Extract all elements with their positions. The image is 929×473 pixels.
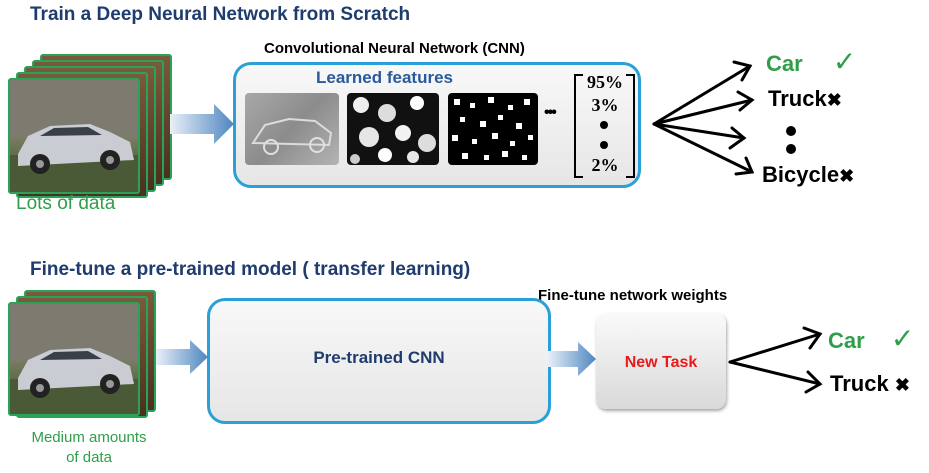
output-arrows-bottom: [728, 326, 823, 394]
bottom-output-truck-label: Truck: [830, 371, 889, 396]
cross-icon: ✖: [894, 375, 910, 395]
prob-bicycle: 2%: [591, 155, 619, 175]
medium-data-line1: Medium amounts: [31, 429, 147, 446]
medium-data-label: Medium amounts of data: [8, 428, 170, 468]
output-truck-label: Truck: [768, 86, 827, 111]
bottom-title: Fine-tune a pre-trained model ( transfer…: [30, 259, 471, 280]
feature-map-blobs: [347, 93, 439, 165]
cross-icon: ✖: [826, 90, 842, 110]
bottom-output-car-label: Car: [828, 328, 865, 353]
feature-map-sparse: [448, 93, 538, 165]
cross-icon: ✖: [839, 166, 855, 186]
pretrained-cnn-label: Pre-trained CNN: [313, 348, 445, 367]
right-arrow: [156, 340, 208, 374]
lots-of-data-label: Lots of data: [16, 193, 116, 214]
output-bicycle: Bicycle✖: [762, 162, 854, 188]
learned-features-label: Learned features: [316, 68, 453, 87]
output-arrows-top: [652, 60, 755, 176]
output-car: Car ✓: [766, 45, 856, 78]
pretrained-cnn-box: [207, 298, 551, 424]
feature-map-edges: [245, 93, 339, 165]
new-task-label: New Task: [624, 354, 698, 371]
right-arrow: [548, 342, 596, 376]
output-truck: Truck✖: [768, 86, 842, 112]
cnn-title: Convolutional Neural Network (CNN): [264, 40, 525, 57]
check-icon: ✓: [890, 323, 915, 354]
features-ellipsis: •••: [544, 104, 557, 121]
new-task-box: [596, 313, 726, 409]
car-photo: [8, 302, 140, 416]
bottom-output-truck: Truck ✖: [830, 371, 910, 397]
check-icon: ✓: [832, 46, 857, 77]
prob-truck: 3%: [591, 95, 619, 115]
bottom-output-car: Car ✓: [828, 322, 914, 355]
right-arrow: [170, 104, 234, 144]
output-car-label: Car: [766, 51, 803, 76]
prob-car: 95%: [587, 72, 623, 92]
car-photo: [8, 78, 140, 194]
finetune-label: Fine-tune network weights: [538, 287, 728, 304]
output-bicycle-label: Bicycle: [762, 162, 840, 187]
medium-data-line2: of data: [66, 449, 112, 466]
top-title: Train a Deep Neural Network from Scratch: [30, 4, 411, 25]
